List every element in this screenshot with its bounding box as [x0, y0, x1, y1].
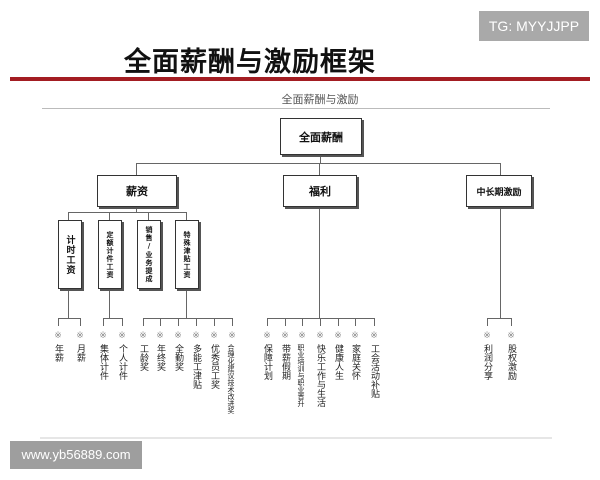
node-welfare: 福利 — [283, 175, 357, 207]
node-long-term-incentive: 中长期激励 — [466, 175, 532, 207]
leaf-marker: ※ — [117, 331, 127, 341]
connector-line — [302, 318, 303, 326]
leaf-marker: ※ — [297, 331, 307, 341]
leaf-marker: ※ — [333, 331, 343, 341]
connector-line — [178, 318, 179, 326]
leaf-marker: ※ — [482, 331, 492, 341]
node-piecework-wage: 定额计件工资 — [98, 220, 122, 289]
connector-line — [285, 318, 286, 326]
leaf-marker: ※ — [53, 331, 63, 341]
connector-line — [232, 318, 233, 326]
leaf-item: 月薪 — [75, 344, 85, 362]
leaf-item: 个人计件 — [117, 344, 127, 380]
connector-line — [355, 318, 356, 326]
leaf-marker: ※ — [191, 331, 201, 341]
leaf-marker: ※ — [506, 331, 516, 341]
leaf-item: 利润分享 — [482, 344, 492, 380]
connector-line — [267, 318, 375, 319]
connector-line — [487, 318, 488, 326]
connector-line — [58, 318, 59, 326]
leaf-item: 多能工津贴 — [191, 344, 201, 389]
node-sales-commission: 销售/业务提成 — [137, 220, 161, 289]
leaf-marker: ※ — [138, 331, 148, 341]
diagram-bottom-divider — [40, 437, 552, 439]
leaf-item: 工会活动补贴 — [369, 344, 379, 398]
leaf-item: 家庭关怀 — [350, 344, 360, 380]
page-title: 全面薪酬与激励框架 — [124, 47, 376, 78]
connector-line — [68, 212, 187, 213]
leaf-item: 优秀员工奖 — [209, 344, 219, 389]
connector-line — [267, 318, 268, 326]
connector-line — [109, 212, 110, 220]
connector-line — [109, 287, 110, 318]
connector-line — [143, 318, 144, 326]
connector-line — [319, 163, 320, 175]
leaf-item: 年薪 — [53, 344, 63, 362]
leaf-item: 带薪假期 — [280, 344, 290, 380]
leaf-item: 健康人生 — [333, 344, 343, 380]
node-hourly-wage: 计时工资 — [58, 220, 82, 289]
connector-line — [186, 287, 187, 318]
diagram-header-divider — [42, 108, 550, 109]
leaf-item: 合理化建议技术改进奖 — [227, 344, 235, 414]
connector-line — [122, 318, 123, 326]
connector-line — [320, 153, 321, 163]
connector-line — [103, 318, 104, 326]
connector-line — [374, 318, 375, 326]
leaf-item: 股权激励 — [506, 344, 516, 380]
leaf-item: 工龄奖 — [138, 344, 148, 371]
connector-line — [511, 318, 512, 326]
connector-line — [160, 318, 161, 326]
leaf-item: 快乐工作与生活 — [315, 344, 325, 407]
connector-line — [338, 318, 339, 326]
connector-line — [136, 163, 137, 175]
leaf-item: 保障计划 — [262, 344, 272, 380]
connector-line — [186, 212, 187, 220]
leaf-marker: ※ — [98, 331, 108, 341]
connector-line — [500, 205, 501, 318]
leaf-marker: ※ — [155, 331, 165, 341]
node-special-allowance: 特殊津贴工资 — [175, 220, 199, 289]
tg-badge: TG: MYYJJPP — [479, 11, 589, 41]
connector-line — [320, 318, 321, 326]
watermark: www.yb56889.com — [10, 441, 142, 469]
leaf-marker: ※ — [315, 331, 325, 341]
connector-line — [500, 163, 501, 175]
leaf-marker: ※ — [369, 331, 379, 341]
leaf-item: 全勤奖 — [173, 344, 183, 371]
diagram-title: 全面薪酬与激励 — [281, 93, 359, 106]
leaf-marker: ※ — [173, 331, 183, 341]
connector-line — [80, 318, 81, 326]
leaf-marker: ※ — [350, 331, 360, 341]
leaf-marker: ※ — [227, 331, 237, 341]
connector-line — [103, 318, 123, 319]
connector-line — [68, 212, 69, 220]
leaf-marker: ※ — [209, 331, 219, 341]
root-node: 全面薪酬 — [280, 118, 362, 155]
connector-line — [487, 318, 512, 319]
title-divider — [10, 77, 590, 81]
connector-line — [143, 318, 233, 319]
leaf-item: 职业培训与职业晋升 — [297, 344, 305, 407]
connector-line — [68, 287, 69, 318]
connector-line — [148, 212, 149, 220]
leaf-marker: ※ — [280, 331, 290, 341]
connector-line — [214, 318, 215, 326]
connector-line — [136, 163, 501, 164]
leaf-marker: ※ — [75, 331, 85, 341]
connector-line — [196, 318, 197, 326]
connector-line — [319, 205, 320, 318]
leaf-item: 年终奖 — [155, 344, 165, 371]
leaf-item: 集体计件 — [98, 344, 108, 380]
connector-line — [136, 205, 137, 212]
connector-line — [58, 318, 81, 319]
node-salary: 薪资 — [97, 175, 177, 207]
leaf-marker: ※ — [262, 331, 272, 341]
